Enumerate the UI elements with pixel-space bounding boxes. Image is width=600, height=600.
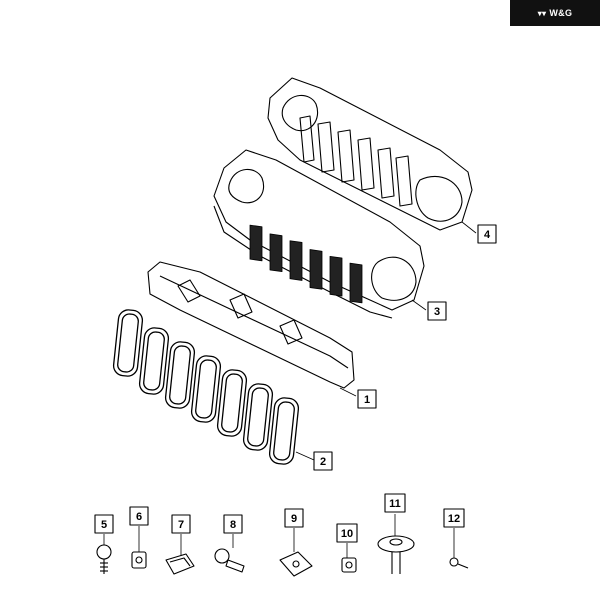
callout-5: 5: [101, 519, 107, 531]
callout-8: 8: [230, 519, 236, 531]
part-6-clip-nut-icon: [131, 551, 147, 569]
callout-box-8: [223, 514, 243, 534]
callout-2: 2: [320, 456, 326, 468]
callout-box-10: [336, 523, 358, 543]
part-4-upper-frame: [267, 77, 473, 231]
callout-7: 7: [178, 519, 184, 531]
callout-1: 1: [364, 394, 370, 406]
callout-10: 10: [341, 528, 353, 540]
callout-box-7: [171, 514, 191, 534]
callout-4: 4: [484, 229, 491, 241]
callout-11: 11: [389, 498, 401, 510]
brand-name: W&G: [549, 8, 573, 18]
callout-box-6: [129, 506, 149, 526]
callout-12: 12: [448, 513, 460, 525]
callout-box-5: [94, 514, 114, 534]
brand-logo-icon: ▾▾: [537, 8, 547, 18]
callout-box-3: [427, 301, 447, 321]
part-10-u-nut-icon: [341, 557, 357, 573]
part-9-spring-clip-icon: [279, 551, 313, 577]
callout-6: 6: [136, 511, 142, 523]
part-2-grille-rings: [112, 309, 300, 465]
part-12-bolt-icon: [449, 557, 469, 569]
part-11-push-rivet-icon: [377, 535, 415, 574]
callout-box-2: [313, 451, 333, 471]
callout-9: 9: [291, 513, 297, 525]
brand-badge: ▾▾ W&G: [510, 0, 600, 26]
callout-box-1: [357, 389, 377, 409]
callout-box-9: [284, 508, 304, 528]
callout-box-4: [477, 224, 497, 244]
callout-box-12: [443, 508, 465, 528]
part-7-retainer-clip-icon: [165, 553, 195, 575]
callout-box-11: [384, 493, 406, 513]
callout-3: 3: [434, 306, 440, 318]
part-5-screw-icon: [96, 544, 112, 574]
part-8-push-pin-icon: [214, 548, 245, 573]
part-3-grille-assembly: [213, 149, 425, 319]
leader-lines: [103, 221, 477, 558]
part-1-support-bracket: [147, 261, 355, 389]
